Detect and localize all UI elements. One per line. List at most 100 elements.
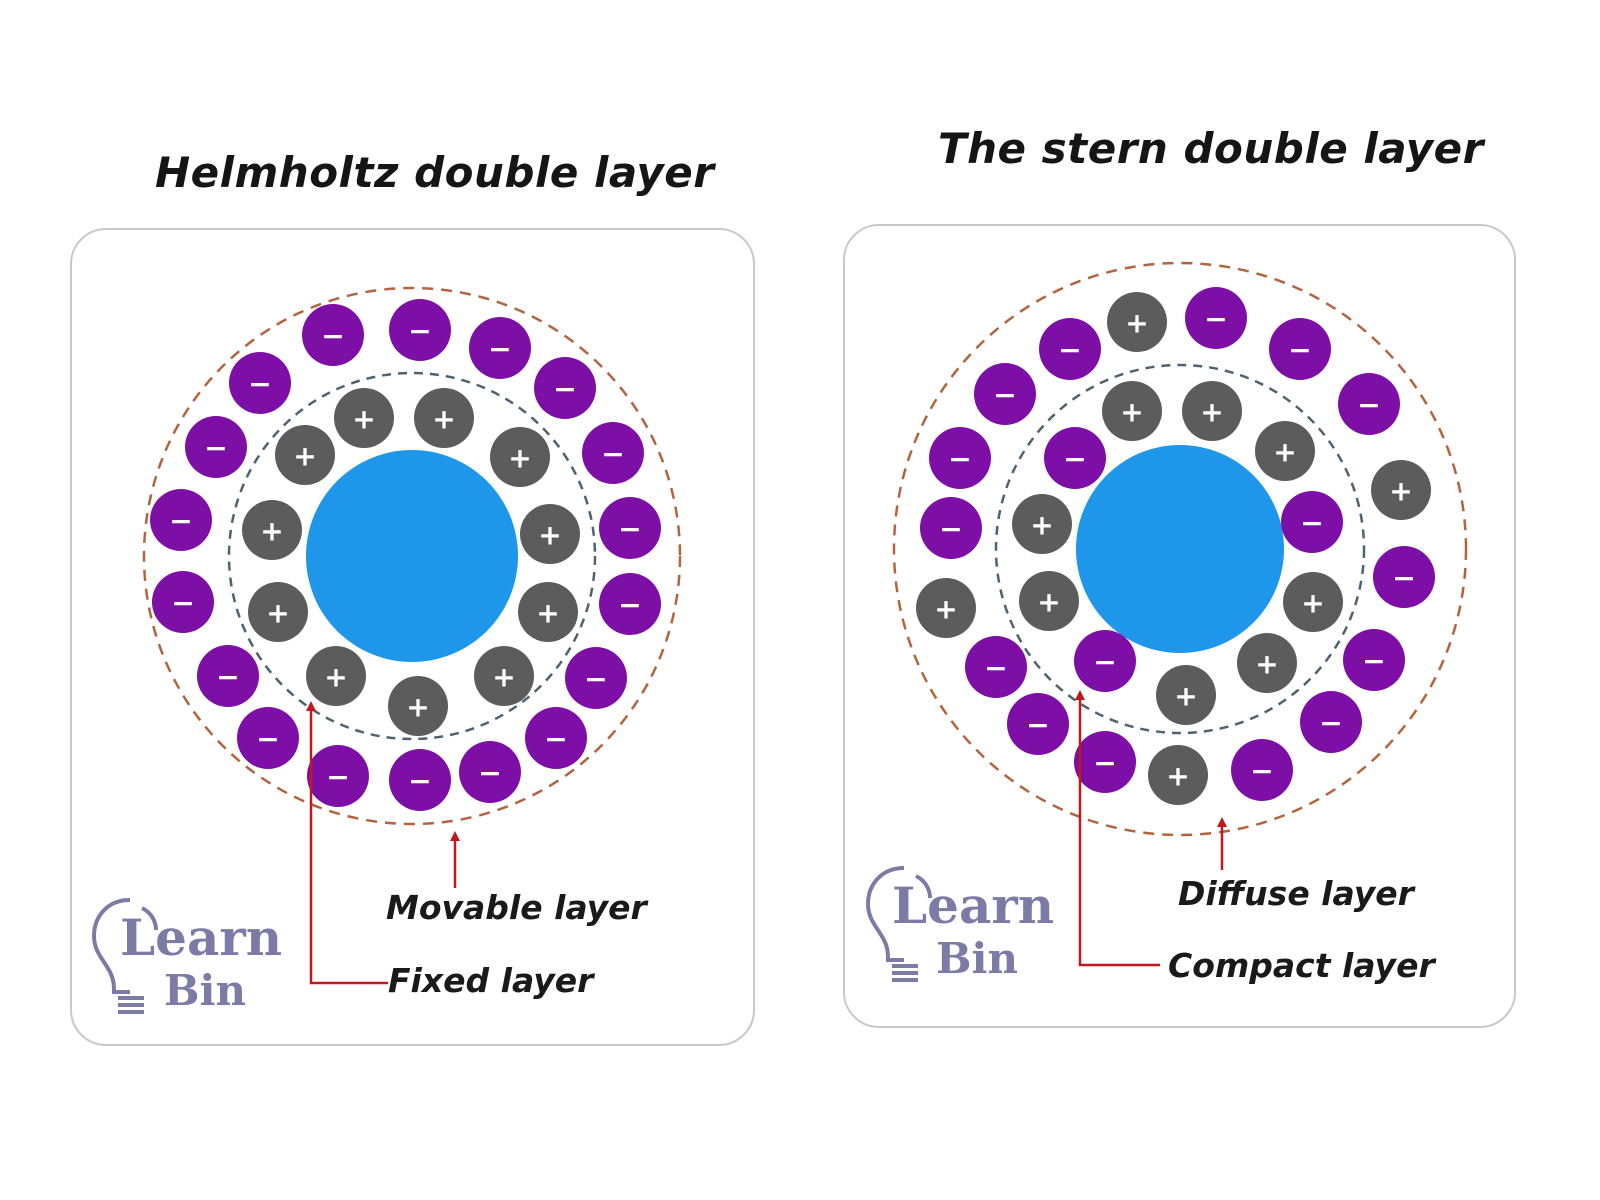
minus-symbol: − xyxy=(1204,303,1227,336)
plus-symbol: + xyxy=(1037,586,1060,619)
helmholtz-outer-boundary xyxy=(142,286,682,826)
plus-symbol: + xyxy=(1030,509,1053,542)
plus-symbol: + xyxy=(260,515,283,548)
plus-symbol: + xyxy=(352,403,375,436)
helmholtz-title: Helmholtz double layer xyxy=(155,148,715,197)
cation-ion: + xyxy=(414,388,474,448)
cation-ion: + xyxy=(248,582,308,642)
minus-symbol: − xyxy=(408,315,431,348)
plus-symbol: + xyxy=(1389,475,1412,508)
minus-symbol: − xyxy=(248,368,271,401)
anion-ion: − xyxy=(185,416,247,478)
minus-symbol: − xyxy=(618,513,641,546)
stern-diagram: ++++++++++++−−−−−−−−−−−−−−−−− xyxy=(892,261,1468,967)
anion-ion: − xyxy=(920,497,982,559)
minus-symbol: − xyxy=(544,723,567,756)
minus-symbol: − xyxy=(1026,709,1049,742)
fixed-layer-label: Fixed layer xyxy=(388,961,594,1000)
anion-ion: − xyxy=(965,636,1027,698)
learnbin-logo-right: Learn Bin xyxy=(864,864,1054,994)
plus-symbol: + xyxy=(1166,760,1189,793)
cation-ion: + xyxy=(916,578,976,638)
anion-ion: − xyxy=(307,745,369,807)
anion-ion: − xyxy=(1269,318,1331,380)
logo-text-line2: Bin xyxy=(936,934,1018,983)
anion-ion: − xyxy=(582,422,644,484)
plus-symbol: + xyxy=(1200,396,1223,429)
cation-ion: + xyxy=(1371,460,1431,520)
minus-symbol: − xyxy=(1362,645,1385,678)
plus-symbol: + xyxy=(1174,680,1197,713)
minus-symbol: − xyxy=(1250,755,1273,788)
cation-ion: + xyxy=(388,676,448,736)
anion-ion: − xyxy=(599,573,661,635)
stern-particle-core xyxy=(1076,445,1284,653)
anion-ion: − xyxy=(150,489,212,551)
cation-ion: + xyxy=(1102,381,1162,441)
plus-symbol: + xyxy=(1120,396,1143,429)
anion-ion: − xyxy=(237,707,299,769)
cation-ion: + xyxy=(242,500,302,560)
plus-symbol: + xyxy=(492,661,515,694)
minus-symbol: − xyxy=(478,757,501,790)
anion-ion: − xyxy=(974,363,1036,425)
minus-symbol: − xyxy=(618,589,641,622)
helmholtz-diagram: +++++++++++−−−−−−−−−−−−−−−−−− xyxy=(142,286,682,985)
anion-ion: − xyxy=(152,571,214,633)
minus-symbol: − xyxy=(216,661,239,694)
anion-ion: − xyxy=(229,352,291,414)
lightbulb-icon xyxy=(865,866,932,982)
minus-symbol: − xyxy=(584,663,607,696)
minus-symbol: − xyxy=(993,379,1016,412)
minus-symbol: − xyxy=(1300,507,1323,540)
cation-ion: + xyxy=(490,427,550,487)
anion-ion: − xyxy=(389,299,451,361)
anion-ion: − xyxy=(565,647,627,709)
helmholtz-ions: +++++++++++−−−−−−−−−−−−−−−−−− xyxy=(150,299,661,811)
anion-ion: − xyxy=(389,749,451,811)
plus-symbol: + xyxy=(536,597,559,630)
anion-ion: − xyxy=(534,357,596,419)
cation-ion: + xyxy=(1148,745,1208,805)
minus-symbol: − xyxy=(1063,443,1086,476)
anion-ion: − xyxy=(599,497,661,559)
minus-symbol: − xyxy=(408,765,431,798)
lightbulb-icon xyxy=(91,898,158,1014)
minus-symbol: − xyxy=(553,373,576,406)
stern-compact-layer-leader xyxy=(1075,690,1160,967)
anion-ion: − xyxy=(1185,287,1247,349)
minus-symbol: − xyxy=(601,438,624,471)
anion-ion: − xyxy=(302,304,364,366)
anion-ion: − xyxy=(459,741,521,803)
minus-symbol: − xyxy=(488,333,511,366)
stern-outer-boundary xyxy=(892,261,1468,837)
cation-ion: + xyxy=(1019,571,1079,631)
plus-symbol: + xyxy=(538,519,561,552)
anion-ion: − xyxy=(1300,691,1362,753)
cation-ion: + xyxy=(474,646,534,706)
logo-text-line2: Bin xyxy=(164,966,246,1015)
cation-ion: + xyxy=(1156,665,1216,725)
cation-ion: + xyxy=(1237,633,1297,693)
stern-ions: ++++++++++++−−−−−−−−−−−−−−−−− xyxy=(916,287,1435,805)
plus-symbol: + xyxy=(266,597,289,630)
helmholtz-particle-core xyxy=(306,450,518,662)
minus-symbol: − xyxy=(1093,646,1116,679)
helmholtz-fixed-layer-leader xyxy=(306,701,388,985)
cation-ion: + xyxy=(334,388,394,448)
plus-symbol: + xyxy=(934,593,957,626)
minus-symbol: − xyxy=(984,652,1007,685)
plus-symbol: + xyxy=(508,442,531,475)
minus-symbol: − xyxy=(204,432,227,465)
minus-symbol: − xyxy=(939,513,962,546)
minus-symbol: − xyxy=(1093,747,1116,780)
anion-ion: − xyxy=(1074,731,1136,793)
anion-ion: − xyxy=(1231,739,1293,801)
minus-symbol: − xyxy=(169,505,192,538)
anion-ion: − xyxy=(1074,630,1136,692)
anion-ion: − xyxy=(929,427,991,489)
minus-symbol: − xyxy=(171,587,194,620)
cation-ion: + xyxy=(520,504,580,564)
compact-layer-label: Compact layer xyxy=(1168,946,1435,985)
